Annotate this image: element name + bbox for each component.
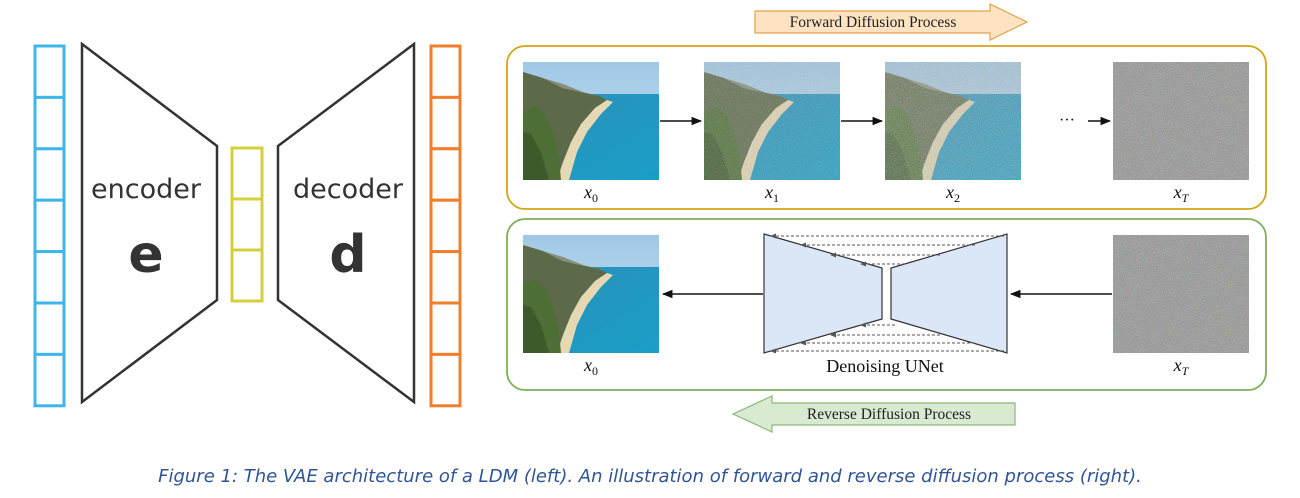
latent-vector xyxy=(230,146,264,303)
output-vector xyxy=(429,44,462,408)
reverse-process-box xyxy=(506,218,1267,391)
image-x0-reverse xyxy=(523,235,659,353)
input-vector xyxy=(33,44,66,408)
input-vector-cell xyxy=(33,147,66,202)
input-vector-cell xyxy=(33,352,66,408)
figure-caption: Figure 1: The VAE architecture of a LDM … xyxy=(158,466,1142,487)
label-x0-forward: x0 xyxy=(583,182,598,205)
output-vector-cell xyxy=(429,198,462,254)
reverse-process-arrow xyxy=(731,395,1016,433)
input-vector-cell xyxy=(33,95,66,151)
encoder-trapezoid xyxy=(80,41,219,405)
forward-process-arrow xyxy=(754,3,1029,41)
label-xT-reverse: xT xyxy=(1173,355,1190,378)
output-vector-cell xyxy=(429,301,462,356)
image-x1-noisy xyxy=(704,62,840,180)
input-vector-cell xyxy=(33,301,66,356)
label-x2: x2 xyxy=(945,182,960,205)
latent-vector-cell xyxy=(230,248,264,303)
skip-connections xyxy=(770,235,1004,352)
encoder-symbol: e xyxy=(128,225,163,285)
reverse-diffusion: Denoising UNet x0 xT Reverse Diffusion P… xyxy=(506,218,1267,433)
image-xT-noise xyxy=(1113,62,1249,180)
input-vector-cell xyxy=(33,250,66,305)
decoder-symbol: d xyxy=(329,225,366,285)
latent-vector-cell xyxy=(230,197,264,252)
denoising-unet xyxy=(763,233,1008,354)
image-xT-reverse xyxy=(1113,235,1249,353)
output-vector-cell xyxy=(429,95,462,151)
label-x0-reverse: x0 xyxy=(583,355,598,378)
image-x0-forward xyxy=(523,62,659,180)
output-vector-cell xyxy=(429,147,462,202)
input-vector-cell xyxy=(33,44,66,99)
image-x2-noisy xyxy=(885,62,1021,180)
output-vector-cell xyxy=(429,352,462,408)
label-xT-forward: xT xyxy=(1173,182,1190,205)
encoder-label: encoder xyxy=(91,174,202,205)
decoder-trapezoid xyxy=(276,41,416,405)
vae-architecture: encoder e decoder d xyxy=(33,41,462,408)
ellipsis: ··· xyxy=(1059,112,1075,129)
reverse-process-title: Reverse Diffusion Process xyxy=(807,406,971,423)
unet-label: Denoising UNet xyxy=(826,356,943,376)
forward-diffusion: Forward Diffusion Process ··· xyxy=(506,3,1267,210)
unet-encoder-half xyxy=(763,233,883,354)
output-vector-cell xyxy=(429,44,462,99)
forward-process-title: Forward Diffusion Process xyxy=(790,14,957,31)
input-vector-cell xyxy=(33,198,66,254)
output-vector-cell xyxy=(429,250,462,305)
decoder-label: decoder xyxy=(293,174,404,205)
label-x1: x1 xyxy=(764,182,779,205)
forward-process-box xyxy=(506,45,1267,210)
latent-vector-cell xyxy=(230,146,264,201)
